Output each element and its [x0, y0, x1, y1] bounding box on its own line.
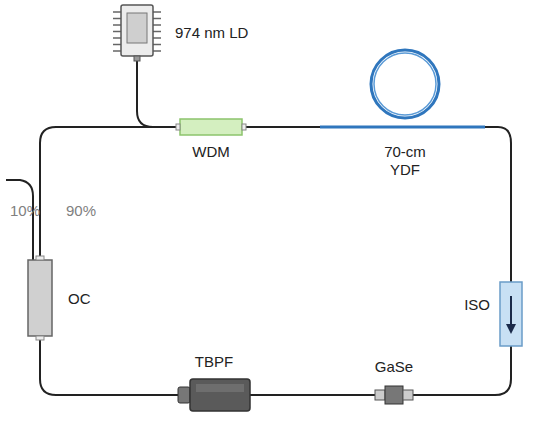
gase-connector-symbol — [375, 386, 413, 404]
gase-connector: GaSe — [375, 386, 413, 404]
wdm-coupler: WDM — [180, 119, 242, 135]
laser-diode: 974 nm LD — [113, 2, 161, 60]
fiber-connector — [250, 395, 375, 396]
ydf-coil-symbol — [320, 40, 485, 130]
component-label: TBPF — [195, 353, 233, 371]
laser-diode-symbol — [113, 2, 161, 60]
component-label: WDM — [192, 143, 230, 161]
wdm-coupler-symbol — [180, 119, 242, 135]
tunable-bandpass-filter: TBPF — [178, 379, 250, 411]
isolator: ISO — [500, 282, 522, 346]
tunable-bandpass-filter-symbol — [178, 379, 250, 411]
fiber-connector — [242, 127, 320, 128]
fiber-connector — [40, 127, 180, 260]
component-label: OC — [68, 290, 91, 308]
fiber-connector — [485, 127, 511, 282]
isolator-symbol — [500, 282, 522, 346]
component-label: ISO — [464, 296, 490, 314]
component-label: 974 nm LD — [175, 24, 248, 42]
split-ratio: 10% — [10, 202, 40, 220]
component-label: GaSe — [375, 358, 413, 376]
component-label: 70-cm YDF — [375, 143, 435, 179]
fiber-connector — [40, 336, 178, 395]
fiber-connector — [413, 346, 511, 395]
fiber-connector — [137, 60, 180, 127]
output-coupler-symbol — [28, 260, 52, 336]
split-ratio: 90% — [66, 202, 96, 220]
output-fiber-10 — [6, 180, 33, 262]
output-coupler: OC — [28, 260, 52, 336]
ydf-coil: 70-cm YDF — [320, 40, 485, 130]
